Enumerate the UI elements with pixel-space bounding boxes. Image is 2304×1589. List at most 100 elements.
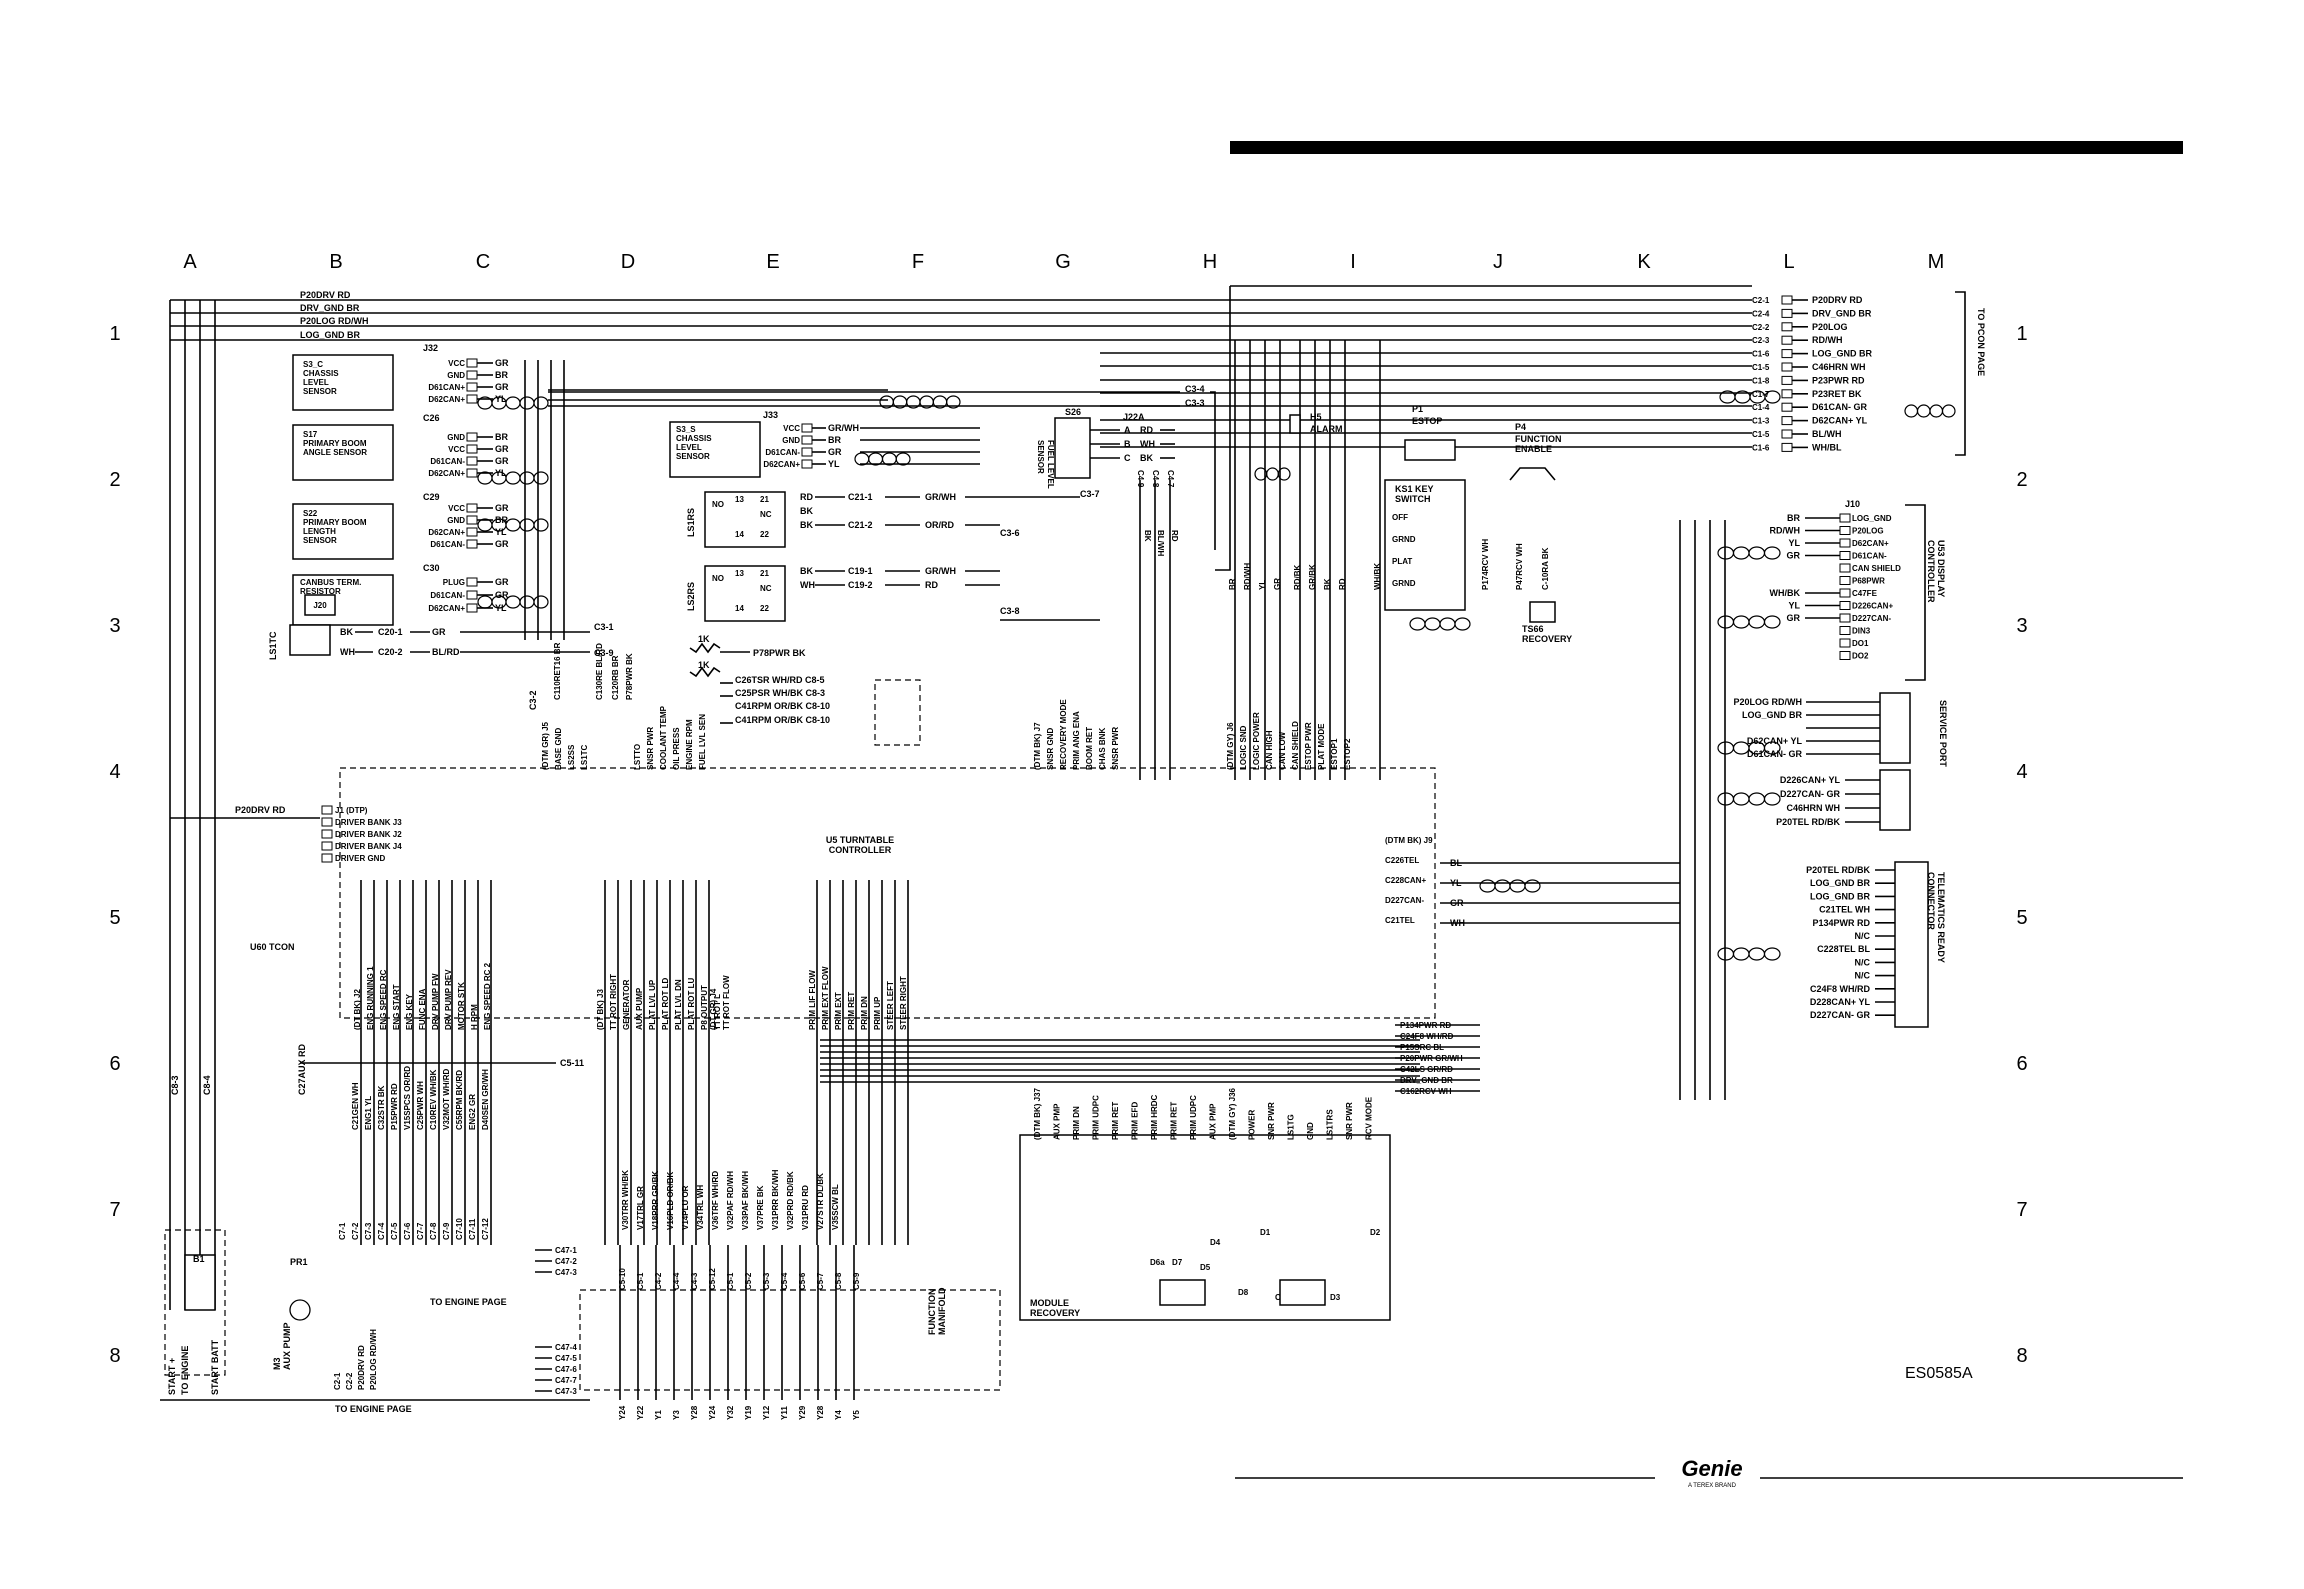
sensor-s17 — [292, 424, 394, 481]
tele-wire-9: C24F8 WH/RD — [1810, 984, 1871, 994]
vertical-label-0: C110RET16 BR — [553, 642, 562, 700]
keyswitch-pin-3: GRND — [1392, 579, 1416, 588]
pcon-pin-box-10 — [1781, 429, 1793, 439]
sensor-s3c-pinbox-1 — [466, 370, 478, 380]
recovery-label-14: GND — [1306, 1122, 1315, 1140]
tcon-j6-8: ESTOP1 — [1330, 738, 1339, 770]
lcd-pinbox-11 — [1839, 651, 1851, 660]
lcd-pinbox-7 — [1839, 601, 1851, 610]
lcd-wire-2: YL — [1788, 538, 1800, 548]
pcon-pin-box-1 — [1781, 308, 1793, 318]
relay-ls2-color-1: WH — [800, 580, 815, 590]
sensor-s3c-pin-3: D62CAN+ — [428, 395, 465, 404]
bottom-y-3: Y3 — [672, 1410, 681, 1420]
bottom-valve-wire-12: V31PRU RD — [801, 1185, 810, 1230]
sensor-s17-wire-0: BR — [495, 432, 508, 442]
row-label-left-4: 4 — [109, 761, 120, 783]
tcon-outline — [339, 767, 1436, 1019]
tcon-j1-1: DRIVER BANK J3 — [335, 818, 402, 827]
keyswitch-pin-1: GRND — [1392, 535, 1416, 544]
c3-4-label: C3-4 — [1185, 384, 1205, 394]
recovery-label-15: LS1TRS — [1326, 1109, 1335, 1140]
tcon-j3-3: AUX PUMP — [635, 987, 644, 1030]
battery-to-engine: TO ENGINE — [180, 1346, 190, 1395]
tele-wire-8: N/C — [1855, 971, 1871, 981]
fuel-conn-1: C4-8 — [1151, 470, 1160, 488]
battery-outline — [164, 1229, 226, 1376]
bottom-c5-13: C5-9 — [852, 1272, 861, 1290]
bottom-y-10: Y29 — [798, 1405, 807, 1420]
bottom-c5-1: C5-1 — [636, 1272, 645, 1290]
s3s-pin-2: D61CAN- — [765, 448, 800, 457]
pcon-wire-0: P20DRV RD — [1812, 295, 1863, 305]
tcon-j7-3: PRIM ANG ENA — [1072, 711, 1081, 770]
tcon-wire-j2-4: V15SPCS OR/RD — [403, 1066, 412, 1130]
alarm-name: ALARM — [1310, 424, 1343, 434]
bottom-c5-11: C5-7 — [816, 1272, 825, 1290]
header-bar — [1230, 141, 2183, 154]
recovery-label-4: PRIM RET — [1111, 1102, 1120, 1140]
bottom-c7-8: C7-9 — [442, 1222, 451, 1240]
relay-ls1-pin-0: NO — [712, 500, 724, 509]
fuel-conn: J22A — [1123, 412, 1145, 422]
s3s-pin-3: D62CAN+ — [763, 460, 800, 469]
pcon-twist-2 — [1904, 404, 1956, 418]
bus-wire-label-0: P20DRV RD — [300, 290, 351, 300]
recovery-diode-0: D6a — [1150, 1258, 1165, 1267]
bottom-y-4: Y28 — [690, 1405, 699, 1420]
tcon-wire-j2-8: C55RPM BK/RD — [455, 1070, 464, 1130]
recovery-label-10: (DTM GY) J36 — [1228, 1087, 1237, 1140]
pcon-pin-10: C1-5 — [1752, 430, 1770, 439]
service-name: SERVICE PORT — [1938, 700, 1948, 767]
relay-ls1-pin-1: 13 — [735, 495, 744, 504]
estop-name: ESTOP — [1412, 416, 1442, 426]
tcon-mid-3: OIL PRESS — [672, 727, 681, 770]
tele-twist — [1717, 947, 1781, 961]
lcd-pin-5: P68PWR — [1852, 577, 1885, 586]
sensor-s22-pinbox-3 — [466, 539, 478, 549]
pcon-pin-6: C1-8 — [1752, 376, 1770, 385]
bottom-y-8: Y12 — [762, 1405, 771, 1420]
recovery-diode-5: D2 — [1370, 1228, 1381, 1237]
recovery-diode-2: D5 — [1200, 1263, 1211, 1272]
service-box-2 — [1879, 769, 1911, 831]
ts66-box — [1529, 601, 1556, 623]
tcon-j3-7: PLAT ROT LU — [687, 977, 696, 1030]
pcon-pin-box-2 — [1781, 322, 1793, 332]
service-wire-3: D62CAN+ YL — [1747, 736, 1803, 746]
tcon-wire-j2-6: C10REV WH/BK — [429, 1069, 438, 1130]
lcd-pin-4: CAN SHIELD — [1852, 564, 1901, 573]
c3-1-label: C3-1 — [594, 622, 614, 632]
tele-box — [1894, 861, 1929, 1028]
resistor-1k-a: 1K — [698, 634, 710, 644]
sensor-s22-ref: C29 — [423, 492, 440, 502]
c3-4-drop — [1210, 391, 1216, 550]
keyswitch-box — [1384, 479, 1466, 611]
bottom-c7-3: C7-4 — [377, 1222, 386, 1240]
bottom-c47-4: C47-5 — [555, 1354, 577, 1363]
bottom-c47-0: C47-1 — [555, 1246, 577, 1255]
recovery-label-13: LS1TG — [1287, 1114, 1296, 1140]
row-label-left-1: 1 — [109, 323, 120, 345]
sensor-twist-3 — [477, 595, 549, 609]
tcon-j1-3: DRIVER BANK J4 — [335, 842, 402, 851]
tcon-j1-pin-2 — [321, 829, 333, 839]
bottom-valve-wire-4: V14PLU OR — [681, 1185, 690, 1230]
battery-start-batt: START BATT — [210, 1339, 220, 1395]
recovery-label-11: POWER — [1248, 1110, 1257, 1140]
relay-ls1-pin-5: 22 — [760, 530, 769, 539]
sensor-s22-pinbox-0 — [466, 503, 478, 513]
recovery-wire-top-2: P15SRC BL — [1400, 1043, 1444, 1052]
bottom-y-1: Y22 — [636, 1405, 645, 1420]
pcon-pin-box-11 — [1781, 442, 1793, 452]
bottom-valve-wire-6: V36TRF WH/RD — [711, 1171, 720, 1230]
sensor-s22-wire-3: GR — [495, 539, 509, 549]
tcon-j1-pin-1 — [321, 817, 333, 827]
service-wire-1: LOG_GND BR — [1742, 710, 1803, 720]
c3-3-label: C3-3 — [1185, 398, 1205, 408]
tcon-c8-4: C8-4 — [202, 1075, 212, 1095]
bottom-c2-0: C2-1 — [333, 1372, 342, 1390]
sensor-s22-wire-2: YL — [495, 527, 507, 537]
